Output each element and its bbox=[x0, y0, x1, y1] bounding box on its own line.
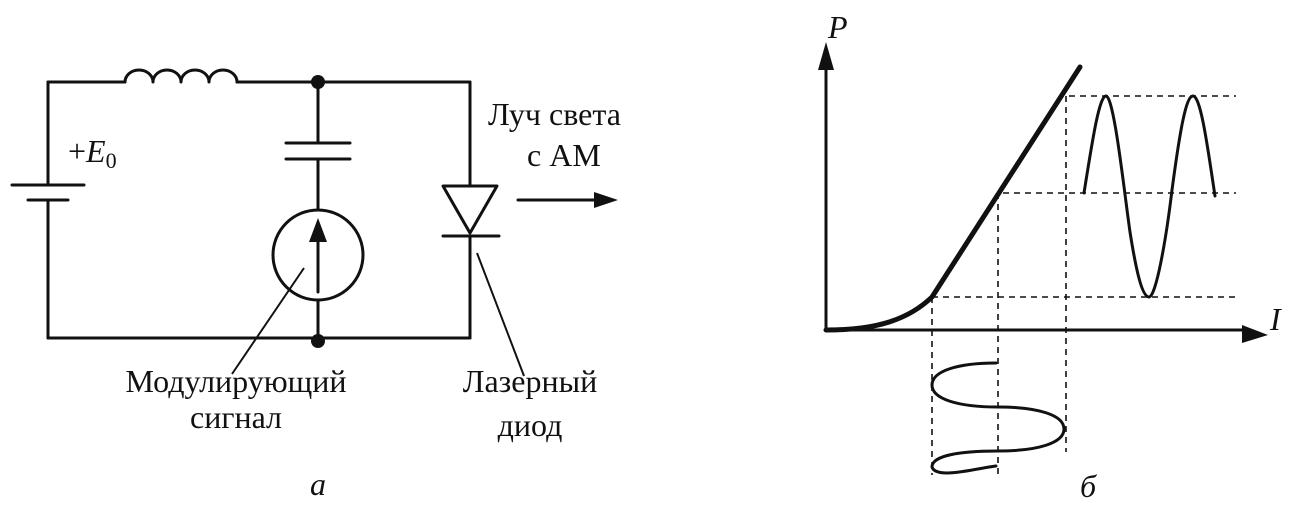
panel-b-caption: б bbox=[1080, 468, 1097, 504]
modulator-leader-line bbox=[231, 267, 305, 375]
output-label-line2: с АМ bbox=[527, 137, 601, 173]
source-voltage-label: +E0 bbox=[68, 133, 117, 173]
input-current-wave bbox=[930, 361, 1066, 475]
signal-source-arrow-head bbox=[309, 218, 327, 242]
modulator-label-line1: Модулирующий bbox=[125, 363, 346, 399]
y-axis-label: P bbox=[827, 9, 848, 45]
diode-leader-line bbox=[476, 252, 525, 377]
power-current-curve bbox=[823, 64, 1083, 333]
output-label-line1: Луч света bbox=[488, 96, 621, 132]
y-axis-arrow bbox=[818, 42, 834, 70]
x-axis-label: I bbox=[1269, 301, 1282, 337]
light-output-arrow-head bbox=[594, 192, 618, 208]
x-axis-arrow bbox=[1242, 325, 1268, 343]
panel-a-caption: а bbox=[310, 466, 326, 502]
characteristic-plot bbox=[818, 42, 1268, 478]
diode-label-line2: диод bbox=[498, 407, 563, 443]
output-power-wave bbox=[1082, 94, 1217, 299]
diode-label-line1: Лазерный bbox=[463, 363, 598, 399]
inductor bbox=[123, 68, 239, 84]
modulator-label-line2: сигнал bbox=[190, 399, 282, 435]
circuit-diagram bbox=[10, 68, 618, 377]
laser-diode-triangle bbox=[441, 184, 499, 235]
